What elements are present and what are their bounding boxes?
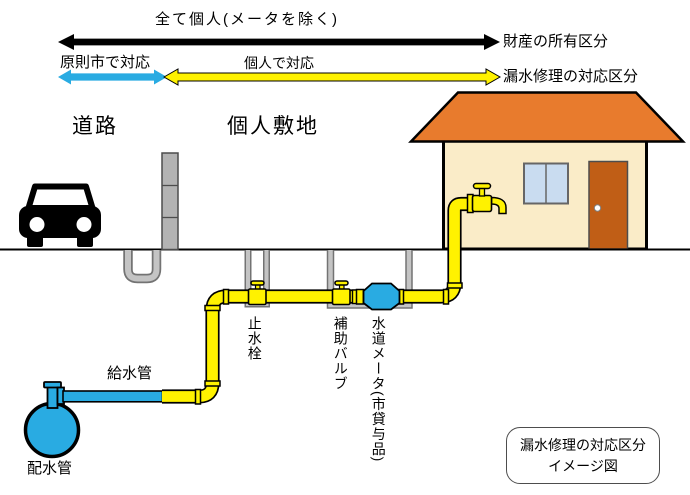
ownership-arrow [58, 34, 500, 50]
stop-valve [247, 280, 267, 306]
underground-conduit [123, 250, 162, 284]
house [408, 91, 686, 251]
water-meter [355, 282, 405, 311]
auxiliary-valve-label: 補助バルブ [332, 316, 349, 391]
distribution-main-ball [23, 401, 81, 459]
city-arrow-label: 原則市で対応 [60, 54, 151, 71]
distribution-main [23, 381, 164, 459]
supply-pipe-yellow-section [162, 196, 474, 405]
repair-title: 漏水修理の対応区分 [503, 68, 639, 85]
ownership-title: 財産の所有区分 [503, 33, 609, 50]
door-knob [593, 204, 602, 212]
outdoor-faucet [466, 182, 507, 215]
auxiliary-valve [331, 280, 359, 306]
zone-label-private-land: 個人敷地 [227, 115, 319, 138]
house-roof [408, 91, 686, 143]
supply-pipe-label: 給水管 [107, 365, 153, 382]
house-door [588, 160, 629, 250]
caption-line2: イメージ図 [548, 457, 618, 474]
individual-responsibility-arrow [162, 68, 502, 86]
zone-label-road: 道路 [72, 115, 118, 138]
car-icon [19, 183, 101, 247]
boundary-wall [161, 152, 179, 251]
caption-line1: 漏水修理の対応区分 [520, 437, 646, 454]
stop-valve-label: 止水栓 [246, 316, 263, 361]
individual-arrow-label: 個人で対応 [244, 55, 314, 71]
ownership-arrow-label: 全て個人(メータを除く) [155, 11, 339, 28]
water-meter-label: 水道メータ(市貸与品) [370, 316, 387, 463]
distribution-main-label: 配水管 [27, 460, 73, 477]
supply-pipe-blue-section [62, 390, 164, 403]
city-responsibility-arrow [58, 69, 167, 85]
caption-box: 漏水修理の対応区分 イメージ図 [506, 427, 660, 484]
